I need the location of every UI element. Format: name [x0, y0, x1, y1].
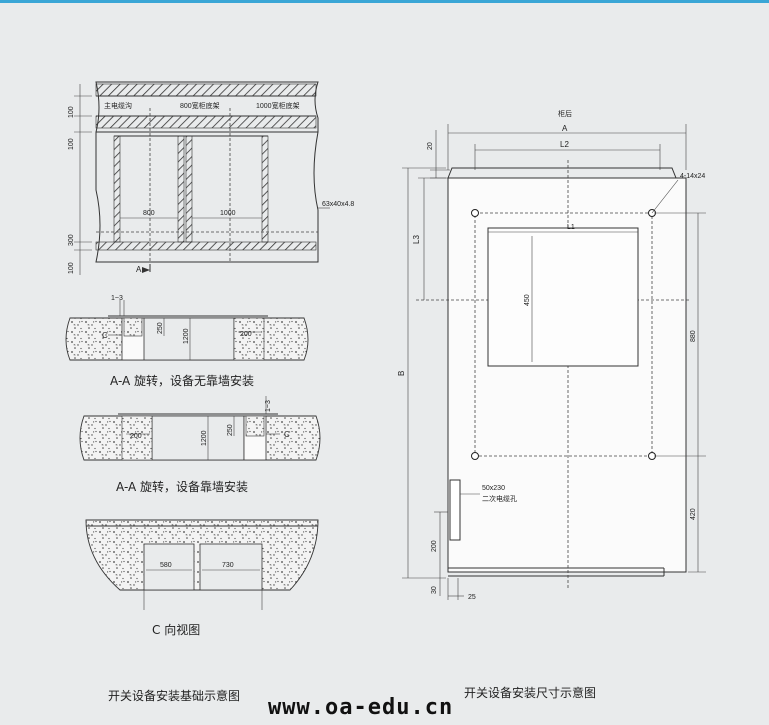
aa1-caption: A-A 旋转，设备无靠墙安装	[110, 373, 254, 388]
dim-20: 20	[427, 142, 434, 150]
aa2-gap: 1~3	[265, 400, 272, 412]
aa1-dim-250: 250	[157, 322, 164, 334]
aa1-dim-1200: 1200	[183, 328, 190, 344]
watermark: www.oa-edu.cn	[268, 695, 453, 720]
aa2-dim-1200: 1200	[201, 430, 208, 446]
c-direction-view: 580 730 C 向视图	[85, 519, 319, 637]
aa2-dim-200: 200	[130, 433, 142, 440]
dim-L2: L2	[560, 140, 569, 149]
right-title: 开关设备安装尺寸示意图	[464, 685, 596, 700]
cview-dim-580: 580	[160, 562, 172, 569]
dim-100c: 100	[68, 262, 75, 274]
label-frame-1000: 1000宽柜底架	[256, 101, 300, 110]
aa2-caption: A-A 旋转，设备靠墙安装	[116, 479, 248, 494]
dim-A: A	[562, 124, 568, 133]
dim-L1: L1	[567, 224, 575, 231]
dim-L3: L3	[412, 235, 421, 244]
dim-30: 30	[431, 586, 438, 594]
dim-300: 300	[68, 234, 75, 246]
label-frame-800: 800宽柜底架	[180, 101, 220, 110]
holes-label: 4-14x24	[680, 173, 705, 180]
cview-dim-730: 730	[222, 562, 234, 569]
cable-hole-note: 二次电缆孔	[482, 494, 517, 503]
dim-200: 200	[431, 540, 438, 552]
aa2-dim-250: 250	[227, 424, 234, 436]
dim-450: 450	[524, 294, 531, 306]
cable-hole-size: 50x230	[482, 485, 505, 492]
top-border	[0, 0, 769, 3]
label-main-cable: 主电缆沟	[104, 101, 132, 110]
plan-view: 800 1000 主电缆沟 800宽柜底架 1000宽柜底架 100 100 3…	[68, 81, 354, 275]
aa1-gap: 1~3	[111, 295, 123, 302]
left-title: 开关设备安装基础示意图	[108, 688, 240, 703]
dim-880: 880	[690, 330, 697, 342]
section-aa-wall-mounted: 1~3 C 200 1200 250 A-A 旋转，设备靠墙安装	[79, 396, 321, 494]
dim-420: 420	[690, 508, 697, 520]
dim-1000: 1000	[220, 210, 236, 217]
aa1-c-label: C	[102, 331, 108, 340]
dim-B: B	[397, 371, 406, 376]
aa2-c-label: C	[284, 430, 290, 439]
dim-800: 800	[143, 210, 155, 217]
rear-label: 柜后	[558, 109, 572, 118]
section-mark-a: A	[136, 265, 142, 274]
dim-100a: 100	[68, 106, 75, 118]
cview-caption: C 向视图	[152, 622, 200, 637]
dim-25: 25	[468, 594, 476, 601]
angle-steel-label: 63x40x4.8	[322, 201, 354, 208]
cabinet-dimension-view: 柜后 A L2 20 4-14x24 L1	[397, 109, 706, 601]
dim-100b: 100	[68, 138, 75, 150]
section-aa-freestanding: 1~3 C 250 1200 200 A-A 旋转，设备无靠墙安装	[65, 295, 309, 388]
aa1-dim-200: 200	[240, 331, 252, 338]
